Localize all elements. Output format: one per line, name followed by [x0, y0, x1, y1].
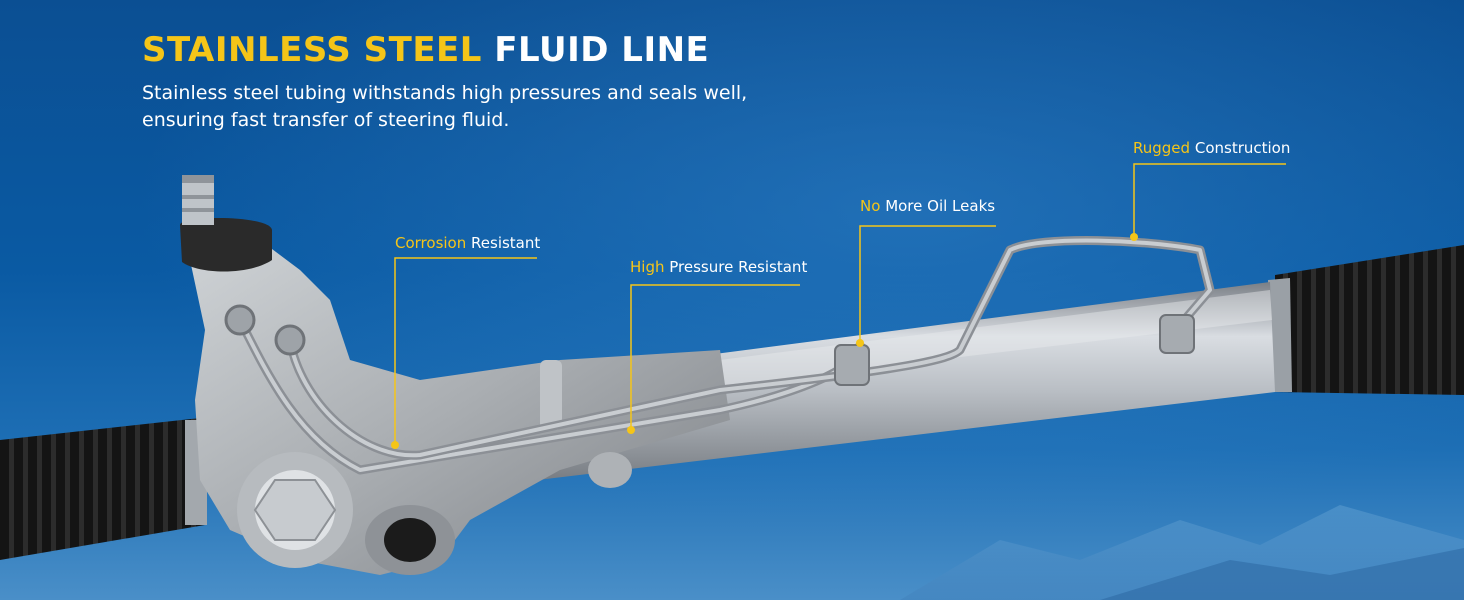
callout-text: More Oil Leaks	[885, 197, 996, 215]
callout-highlight: Rugged	[1133, 139, 1191, 157]
callout-high-pressure-resistant: High Pressure Resistant	[630, 258, 807, 276]
callout-highlight: Corrosion	[395, 234, 467, 252]
callout-text: Resistant	[471, 234, 541, 252]
callout-text: Pressure Resistant	[669, 258, 808, 276]
page-subtitle: Stainless steel tubing withstands high p…	[142, 80, 762, 134]
right-bellows	[1268, 245, 1464, 395]
callout-text: Construction	[1194, 139, 1291, 157]
subtitle-line-2: ensuring fast transfer of steering fluid…	[142, 109, 510, 131]
callout-dots	[391, 233, 1138, 449]
title-rest: FLUID LINE	[494, 30, 710, 70]
callout-no-more-oil-leaks: No More Oil Leaks	[860, 197, 995, 215]
subtitle-line-1: Stainless steel tubing withstands high p…	[142, 82, 748, 104]
callout-highlight: High	[630, 258, 665, 276]
input-shaft	[180, 175, 272, 272]
callout-leaders	[394, 163, 1286, 445]
title-highlight: STAINLESS STEEL	[142, 30, 482, 70]
callout-rugged-construction: Rugged Construction	[1133, 139, 1290, 157]
left-bellows	[0, 418, 207, 560]
page-title: STAINLESS STEEL FLUID LINE	[142, 30, 709, 70]
callout-corrosion-resistant: Corrosion Resistant	[395, 234, 540, 252]
callout-highlight: No	[860, 197, 881, 215]
fluid-lines	[224, 236, 1215, 475]
valve-housing	[190, 240, 730, 575]
